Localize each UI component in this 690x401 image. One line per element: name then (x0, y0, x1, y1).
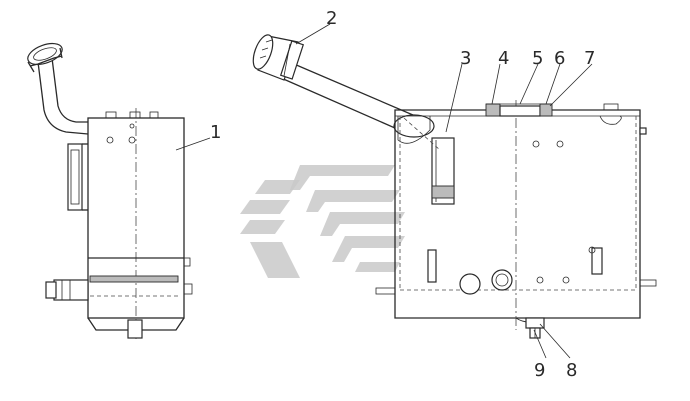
watermark-logo (240, 165, 405, 278)
leader-lines (175, 23, 593, 359)
callout-7: 7 (584, 48, 595, 69)
callout-2: 2 (326, 8, 337, 29)
side-view (27, 42, 193, 340)
callout-3: 3 (460, 48, 471, 69)
callout-4: 4 (498, 48, 509, 69)
callout-1: 1 (210, 122, 221, 143)
callout-6: 6 (554, 48, 565, 69)
callout-5: 5 (532, 48, 543, 69)
callout-9: 9 (534, 360, 545, 381)
front-view (252, 34, 657, 339)
callout-8: 8 (566, 360, 577, 381)
